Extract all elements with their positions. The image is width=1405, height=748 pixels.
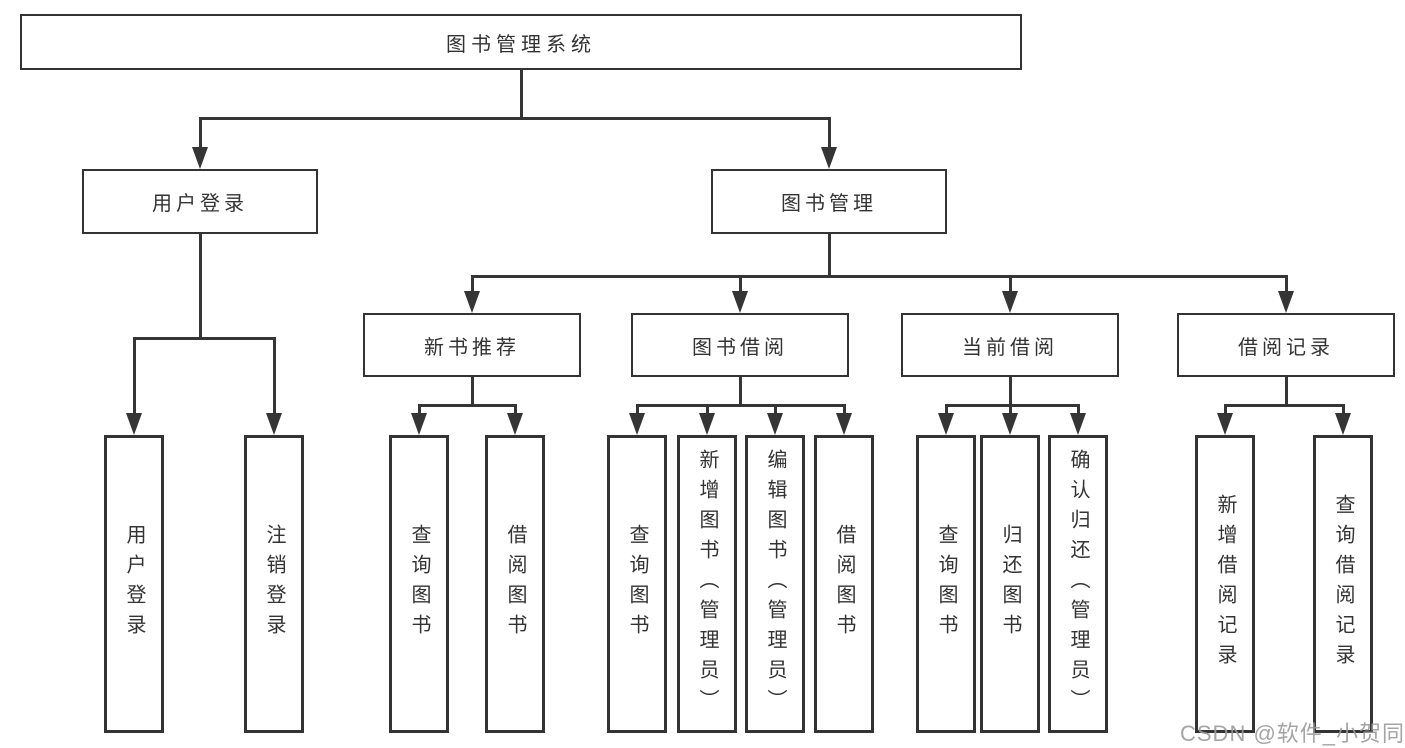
leaf-user-login: 用户登录 bbox=[104, 435, 164, 733]
arrowhead-bb-borrow bbox=[836, 413, 852, 435]
leaf-newbook-borrow-books: 借阅图书 bbox=[485, 435, 545, 733]
edge-drop-book-borrow bbox=[738, 274, 742, 293]
node-user-login: 用户登录 bbox=[82, 169, 318, 234]
leaf-borrow-edit-books-admin-label: 编辑图书（管理员） bbox=[764, 449, 786, 719]
edge-current-branch bbox=[944, 403, 1080, 407]
leaf-logout: 注销登录 bbox=[244, 435, 304, 733]
edge-new-book-branch bbox=[417, 403, 517, 407]
arrowhead-cb-return bbox=[1002, 413, 1018, 435]
edge-drop-rec-add bbox=[1223, 403, 1227, 417]
edge-book-mgmt-branch bbox=[470, 274, 1288, 278]
node-book-borrow: 图书借阅 bbox=[631, 313, 849, 377]
arrowhead-rec-add bbox=[1217, 413, 1233, 435]
leaf-borrow-borrow-books-label: 借阅图书 bbox=[833, 524, 855, 644]
node-current-borrow-label: 当前借阅 bbox=[962, 336, 1058, 359]
leaf-borrow-add-books-admin-label: 新增图书（管理员） bbox=[696, 449, 718, 719]
leaf-logout-label: 注销登录 bbox=[263, 524, 285, 644]
edge-book-mgmt-stem bbox=[827, 234, 831, 276]
arrowhead-cb-confirm bbox=[1070, 413, 1086, 435]
node-book-management: 图书管理 bbox=[711, 169, 947, 234]
leaf-records-add-record-label: 新增借阅记录 bbox=[1214, 494, 1236, 674]
arrowhead-login-leaf bbox=[126, 413, 142, 435]
leaf-borrow-borrow-books: 借阅图书 bbox=[814, 435, 874, 733]
edge-drop-new-book bbox=[470, 274, 474, 293]
edge-drop-cb-confirm bbox=[1076, 403, 1080, 417]
edge-drop-current-borrow bbox=[1008, 274, 1012, 293]
leaf-current-return-books: 归还图书 bbox=[980, 435, 1040, 733]
edge-root-stem bbox=[519, 70, 523, 118]
edge-drop-login-leaf bbox=[132, 336, 136, 417]
node-library-system-label: 图书管理系统 bbox=[446, 33, 596, 56]
arrowhead-book-mgmt bbox=[821, 147, 837, 169]
node-book-management-label: 图书管理 bbox=[781, 193, 877, 215]
arrowhead-user-login bbox=[192, 147, 208, 169]
edge-drop-nb-borrow bbox=[513, 403, 517, 417]
edge-records-stem bbox=[1284, 377, 1288, 407]
edge-current-stem bbox=[1008, 377, 1012, 407]
edge-root-branch bbox=[198, 116, 831, 120]
csdn-watermark: CSDN @软件_小贺同学 bbox=[1180, 721, 1405, 746]
node-new-book-recommend-label: 新书推荐 bbox=[424, 336, 520, 359]
leaf-current-query-books-label: 查询图书 bbox=[935, 524, 957, 644]
edge-new-book-stem bbox=[470, 377, 474, 407]
edge-user-login-stem bbox=[198, 234, 202, 340]
leaf-newbook-query-books: 查询图书 bbox=[389, 435, 449, 733]
arrowhead-logout-leaf bbox=[266, 413, 282, 435]
leaf-current-return-books-label: 归还图书 bbox=[999, 524, 1021, 644]
arrowhead-bb-query bbox=[629, 413, 645, 435]
arrowhead-book-borrow bbox=[732, 291, 748, 313]
arrowhead-new-book bbox=[464, 291, 480, 313]
edge-drop-cb-query bbox=[944, 403, 948, 417]
arrowhead-current-borrow bbox=[1002, 291, 1018, 313]
edge-drop-user-login bbox=[198, 116, 202, 149]
arrowhead-borrow-records bbox=[1278, 291, 1294, 313]
leaf-borrow-edit-books-admin: 编辑图书（管理员） bbox=[745, 435, 805, 733]
node-library-system: 图书管理系统 bbox=[20, 14, 1022, 70]
leaf-records-add-record: 新增借阅记录 bbox=[1195, 435, 1255, 733]
leaf-borrow-query-books: 查询图书 bbox=[607, 435, 667, 733]
leaf-current-confirm-return-admin-label: 确认归还（管理员） bbox=[1067, 449, 1089, 719]
edge-drop-bb-query bbox=[635, 403, 639, 417]
edge-user-login-branch bbox=[132, 336, 276, 340]
arrowhead-bb-edit bbox=[767, 413, 783, 435]
leaf-user-login-label: 用户登录 bbox=[123, 524, 145, 644]
edge-drop-borrow-records bbox=[1284, 274, 1288, 293]
arrowhead-nb-borrow bbox=[507, 413, 523, 435]
arrowhead-rec-query bbox=[1335, 413, 1351, 435]
leaf-records-query-record: 查询借阅记录 bbox=[1313, 435, 1373, 733]
leaf-newbook-query-books-label: 查询图书 bbox=[408, 524, 430, 644]
edge-drop-bb-edit bbox=[773, 403, 777, 417]
node-new-book-recommend: 新书推荐 bbox=[363, 313, 581, 377]
leaf-borrow-query-books-label: 查询图书 bbox=[626, 524, 648, 644]
edge-drop-rec-query bbox=[1341, 403, 1345, 417]
leaf-newbook-borrow-books-label: 借阅图书 bbox=[504, 524, 526, 644]
leaf-current-query-books: 查询图书 bbox=[916, 435, 976, 733]
node-borrow-records: 借阅记录 bbox=[1177, 313, 1395, 377]
edge-book-borrow-branch bbox=[635, 403, 846, 407]
arrowhead-nb-query bbox=[411, 413, 427, 435]
edge-drop-bb-add bbox=[705, 403, 709, 417]
arrowhead-bb-add bbox=[699, 413, 715, 435]
edge-drop-nb-query bbox=[417, 403, 421, 417]
edge-drop-bb-borrow bbox=[842, 403, 846, 417]
edge-drop-book-mgmt bbox=[827, 116, 831, 149]
edge-drop-cb-return bbox=[1008, 403, 1012, 417]
node-borrow-records-label: 借阅记录 bbox=[1238, 336, 1334, 359]
arrowhead-cb-query bbox=[938, 413, 954, 435]
leaf-borrow-add-books-admin: 新增图书（管理员） bbox=[677, 435, 737, 733]
node-book-borrow-label: 图书借阅 bbox=[692, 336, 788, 359]
node-current-borrow: 当前借阅 bbox=[901, 313, 1119, 377]
edge-records-branch bbox=[1223, 403, 1345, 407]
edge-book-borrow-stem bbox=[738, 377, 742, 407]
leaf-current-confirm-return-admin: 确认归还（管理员） bbox=[1048, 435, 1108, 733]
edge-drop-logout-leaf bbox=[272, 336, 276, 417]
node-user-login-label: 用户登录 bbox=[152, 193, 248, 215]
leaf-records-query-record-label: 查询借阅记录 bbox=[1332, 494, 1354, 674]
